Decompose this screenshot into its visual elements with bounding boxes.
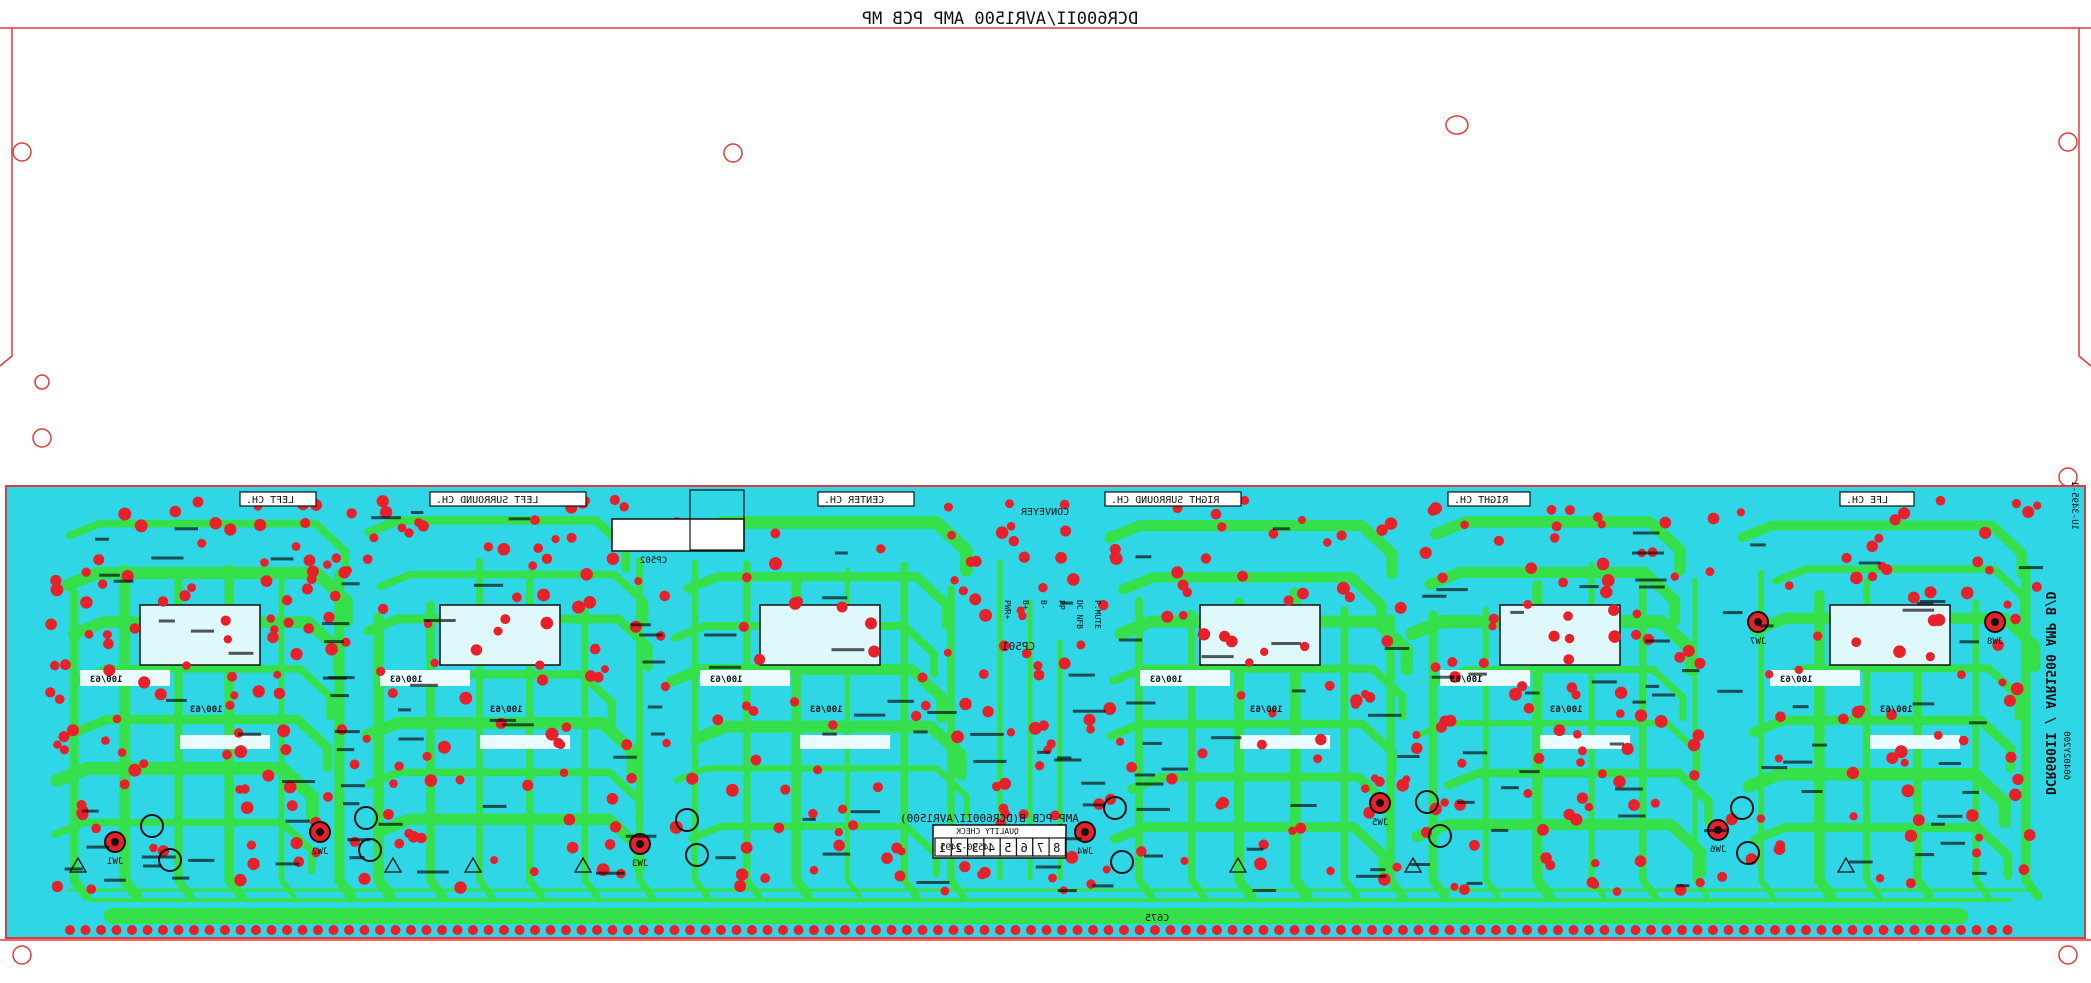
svg-text:100/63: 100/63 (810, 705, 843, 715)
jumper-label: JW3 (632, 859, 648, 869)
svg-text:100/63: 100/63 (1550, 705, 1583, 715)
jumper-label: JW5 (1372, 818, 1388, 828)
svg-text:100/63: 100/63 (190, 705, 223, 715)
mounting-hole (34, 374, 50, 390)
mounting-hole (1445, 115, 1469, 135)
svg-text:100/63: 100/63 (90, 675, 123, 685)
svg-text:100/63: 100/63 (390, 675, 423, 685)
jumper-label: JW6 (1710, 845, 1726, 855)
bottom-bus-body (110, 909, 1962, 924)
solder-pads (45, 494, 2042, 935)
copper-traces (50, 515, 2043, 902)
svg-text:100/63: 100/63 (1250, 705, 1283, 715)
quality-check-cell (1048, 837, 1066, 857)
supply-label: DC NFB (1075, 600, 1084, 629)
supply-label: B- (1039, 600, 1048, 610)
jumper-label: JW1 (107, 857, 123, 867)
quality-check-cell-label: 7 (1037, 841, 1044, 855)
channel-label-box (1839, 491, 1915, 507)
connector-cp501-label: CP501 (1002, 640, 1035, 653)
channel-label: RIGHT CH. (1454, 495, 1508, 506)
channel-label-box (429, 491, 587, 507)
sheet-title: DCR600II/AVR1500 AMP PCB MP (862, 9, 1138, 29)
channel-label: LFE CH. (1846, 495, 1888, 506)
board-edge-text: DCR600II / AVR1500 AMP B/D (2042, 591, 2057, 795)
channel-label-box (817, 491, 915, 507)
quality-check-cell-label: 1 (939, 841, 946, 855)
supply-label: P.MUTE (1093, 600, 1102, 629)
bottom-bus-label: C675 (1145, 913, 1169, 924)
supply-label: B+ (1021, 600, 1030, 610)
jumper-label: JW7 (1750, 637, 1766, 647)
svg-text:100/63: 100/63 (1450, 675, 1483, 685)
mounting-hole (32, 428, 52, 448)
channel-label: LEFT CH. (246, 495, 294, 506)
channel-label: CENTER CH. (824, 495, 884, 506)
quality-check-cell-label: 3 (972, 841, 979, 855)
jumper-label: JW4 (1077, 847, 1093, 857)
quality-check-label: QUALITY CHECK (956, 827, 1019, 836)
svg-text:100/63: 100/63 (710, 675, 743, 685)
svg-text:100/63: 100/63 (1150, 675, 1183, 685)
jumper-label: JW2 (312, 847, 328, 857)
board-date-code: 60402Y200 (2061, 731, 2071, 780)
board-name: AMP PCB B(DCR600II/AVR1500) (900, 812, 1079, 825)
mounting-hole (12, 142, 32, 162)
quality-check-cell-label: 5 (1004, 841, 1011, 855)
mounting-hole (2058, 132, 2078, 152)
quality-check-cell-label: 2 (955, 841, 962, 855)
channel-label-box (1447, 491, 1531, 507)
board-part-number: 1U-3495-1 (2069, 481, 2079, 530)
mounting-hole (2058, 945, 2078, 965)
quality-check-cell-label: 4 (988, 841, 995, 855)
conveyer-label: CONVEYER (1020, 507, 1069, 518)
supply-label: PP (1057, 600, 1066, 610)
channel-label-box (1104, 491, 1242, 507)
connector-label: CP502 (640, 556, 667, 566)
board-part-number-2: 4590-3495 (940, 843, 989, 853)
svg-text:100/63: 100/63 (1880, 705, 1913, 715)
svg-text:100/63: 100/63 (1780, 675, 1813, 685)
channel-label: RIGHT SURROUND CH. (1111, 495, 1219, 506)
svg-text:100/63: 100/63 (490, 705, 523, 715)
channel-label-box (239, 491, 317, 507)
connector-cp502: CP502 (611, 489, 745, 566)
quality-check-cell-label: 8 (1053, 841, 1060, 855)
silkscreen-text: LEFT CH. 100/63 100/63 LEFT SURROUND CH. 100… (64, 491, 2043, 893)
mounting-hole (723, 143, 743, 163)
channel-label: LEFT SURROUND CH. (436, 495, 538, 506)
pcb-substrate (5, 485, 2086, 939)
jumper-label: JW8 (1987, 637, 2003, 647)
mounting-hole (12, 945, 32, 965)
supply-label: PWR+ (1003, 600, 1012, 619)
quality-check-cell-label: 6 (1021, 841, 1028, 855)
upper-panel-outline (0, 27, 2091, 367)
